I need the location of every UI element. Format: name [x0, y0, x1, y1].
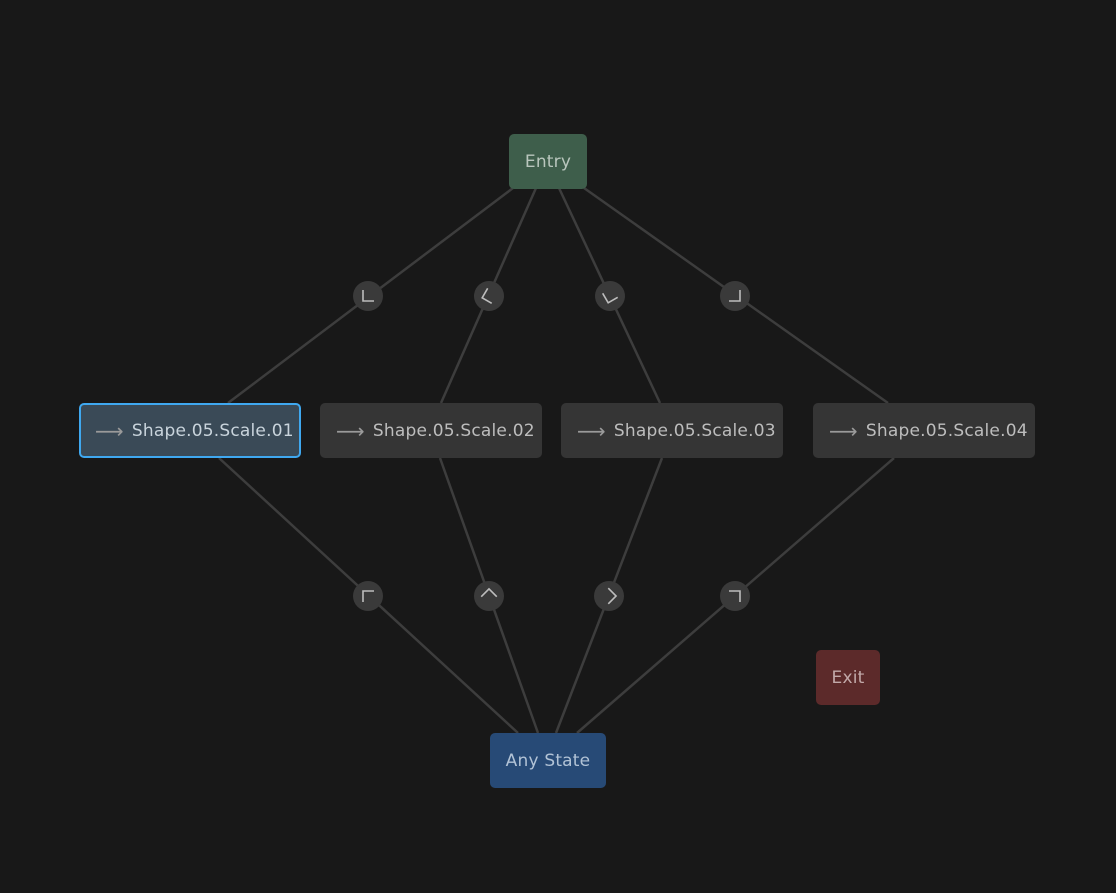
arrow-right-icon: ⟶	[829, 418, 858, 443]
any-state-node-label: Any State	[505, 750, 591, 771]
state-node-scale-01[interactable]: ⟶ Shape.05.Scale.01	[79, 403, 301, 458]
exit-node[interactable]: Exit	[816, 650, 880, 705]
arrow-right-icon: ⟶	[577, 418, 606, 443]
state-node-scale-03[interactable]: ⟶ Shape.05.Scale.03	[561, 403, 783, 458]
transition-marker-icon[interactable]	[469, 276, 510, 317]
state-node-label: Shape.05.Scale.01	[131, 420, 294, 441]
transition-marker-icon[interactable]	[590, 276, 631, 317]
transition-marker-icon[interactable]	[720, 281, 750, 311]
entry-node-label: Entry	[524, 151, 572, 172]
any-state-node[interactable]: Any State	[490, 733, 606, 788]
state-node-scale-04[interactable]: ⟶ Shape.05.Scale.04	[813, 403, 1035, 458]
state-node-label: Shape.05.Scale.04	[865, 420, 1028, 441]
transition-marker-icon[interactable]	[353, 581, 383, 611]
transition-marker-icon[interactable]	[720, 581, 750, 611]
state-node-scale-02[interactable]: ⟶ Shape.05.Scale.02	[320, 403, 542, 458]
state-node-label: Shape.05.Scale.03	[613, 420, 776, 441]
entry-node[interactable]: Entry	[509, 134, 587, 189]
transition-marker-icon[interactable]	[588, 575, 630, 617]
transition-marker-icon[interactable]	[353, 281, 383, 311]
exit-node-label: Exit	[831, 667, 865, 688]
arrow-right-icon: ⟶	[336, 418, 365, 443]
arrow-right-icon: ⟶	[95, 418, 124, 443]
transition-marker-icon[interactable]	[468, 575, 510, 617]
state-node-label: Shape.05.Scale.02	[372, 420, 535, 441]
